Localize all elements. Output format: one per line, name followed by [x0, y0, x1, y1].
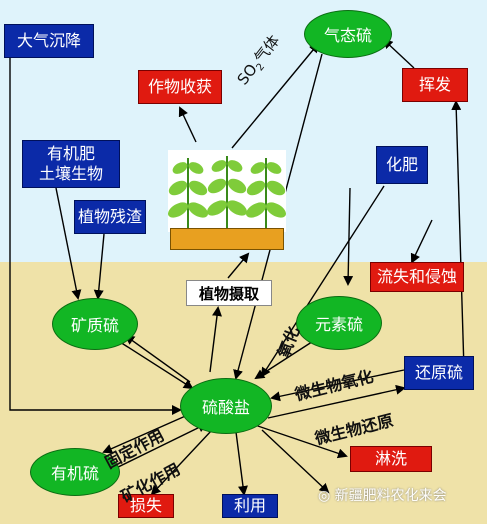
arrow-elemental-to-sulfate	[254, 337, 319, 380]
plant-uptake-box: 植物摄取	[186, 280, 272, 306]
plant-residue-box: 植物残渣	[74, 200, 146, 234]
volatilization-box: 挥发	[402, 68, 468, 102]
gaseous-sulfur-node: 气态硫	[304, 10, 392, 58]
arrow-plant-to-gaseous-sulfur	[231, 42, 320, 149]
arrow-sulfate-to-use	[235, 431, 248, 496]
arrow-volatilize-to-gaseous	[382, 38, 415, 69]
crop-harvest-box: 作物收获	[138, 70, 222, 104]
arrow-uptake-to-plant	[227, 252, 250, 279]
arrow-organic-to-sulfate	[107, 423, 208, 473]
chemical-fertilizer-box: 化肥	[376, 146, 428, 184]
elemental-sulfur-node: 元素硫	[296, 296, 382, 350]
arrow-fertilizer-to-sulfate	[260, 185, 385, 378]
reduced-sulfur-box: 还原硫	[404, 356, 474, 390]
arrow-sulfate-to-bottom	[261, 429, 330, 494]
use-box: 利用	[222, 494, 278, 518]
runoff-erosion-box: 流失和侵蚀	[370, 262, 464, 292]
arrow-sulfate-to-organic	[102, 413, 191, 454]
arrow-sulfate-to-reduced	[267, 384, 406, 419]
arrow-mineral-to-sulfate	[119, 341, 194, 390]
mineral-sulfur-node: 矿质硫	[52, 298, 138, 350]
arrow-sulfate-to-uptake	[209, 306, 222, 373]
arrow-reduced-to-volatilize	[451, 100, 465, 371]
arrow-plant-to-harvest	[178, 106, 197, 143]
arrow-residue-to-mineral	[93, 233, 105, 300]
crop-illustration	[168, 150, 286, 232]
organic-fertilizer-box: 有机肥 土壤生物	[22, 140, 120, 188]
arrow-reduced-to-sulfate	[270, 369, 405, 402]
watermark: ◎ 新疆肥料农化来会	[318, 488, 447, 504]
crop-plants-icon	[168, 156, 286, 230]
leaching-box: 淋洗	[350, 446, 432, 472]
arrow-sulfate-to-loss	[150, 429, 213, 496]
sulfate-node: 硫酸盐	[180, 378, 272, 434]
arrow-fertilizer-to-elemental	[343, 187, 354, 286]
arrow-organic-fert-to-mineral	[55, 187, 82, 300]
arrow-deposition-to-sulfate	[9, 58, 182, 415]
arrow-sulfate-to-leaching	[251, 423, 348, 459]
soil-tray	[170, 228, 284, 250]
loss-box: 损失	[118, 494, 174, 518]
arrow-sulfate-to-mineral	[124, 334, 191, 383]
atmospheric-deposition-box: 大气沉降	[4, 24, 94, 58]
organic-sulfur-node: 有机硫	[30, 448, 120, 496]
arrow-to-runoff	[410, 219, 433, 264]
